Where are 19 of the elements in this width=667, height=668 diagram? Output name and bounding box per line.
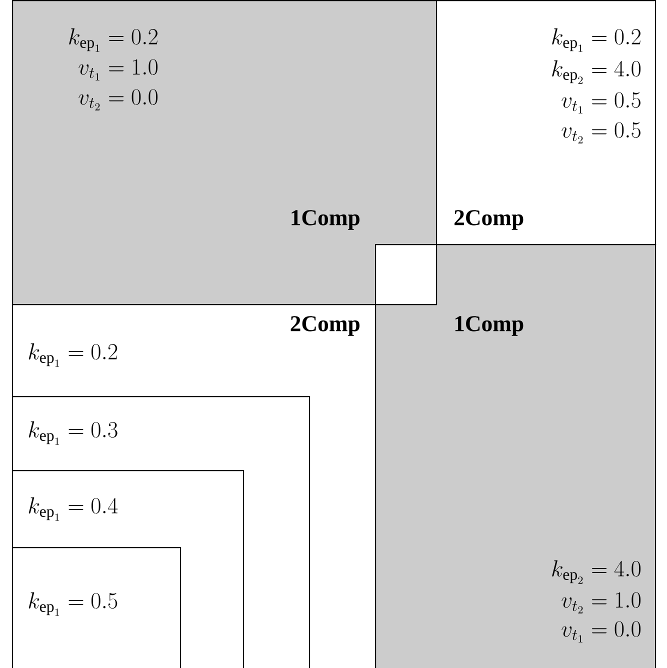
formula: $v_{t_2} = 1.0$	[562, 592, 640, 614]
formula: $k_{\mathrm{ep}_2} = 4.0$	[552, 560, 640, 584]
panel-label: 2Comp	[454, 210, 524, 230]
panel-label: 1Comp	[292, 210, 360, 230]
formula: $k_{\mathrm{ep}_1} = 0.3$	[28, 421, 118, 445]
formula: $k_{\mathrm{ep}_1} = 0.4$	[28, 497, 118, 521]
formula: $v_{t_1} = 0.5$	[562, 92, 640, 114]
panel-label: 1Comp	[455, 316, 524, 336]
formula: $k_{\mathrm{ep}_2} = 4.0$	[552, 60, 640, 84]
panel-label: 2Comp	[290, 316, 360, 336]
formula: $v_{t_1} = 1.0$	[78, 59, 158, 80]
formula: $k_{\mathrm{ep}_1} = 0.2$	[28, 343, 118, 367]
formula: $k_{\mathrm{ep}_1} = 0.5$	[28, 592, 118, 616]
formula: $k_{\mathrm{ep}_1} = 0.2$	[69, 28, 158, 52]
formula: $v_{t_1} = 0.0$	[562, 621, 640, 642]
formula: $k_{\mathrm{ep}_1} = 0.2$	[552, 28, 640, 52]
square-box	[375, 244, 438, 306]
formula: $v_{t_2} = 0.5$	[562, 122, 640, 144]
formula: $v_{t_2} = 0.0$	[78, 89, 158, 110]
